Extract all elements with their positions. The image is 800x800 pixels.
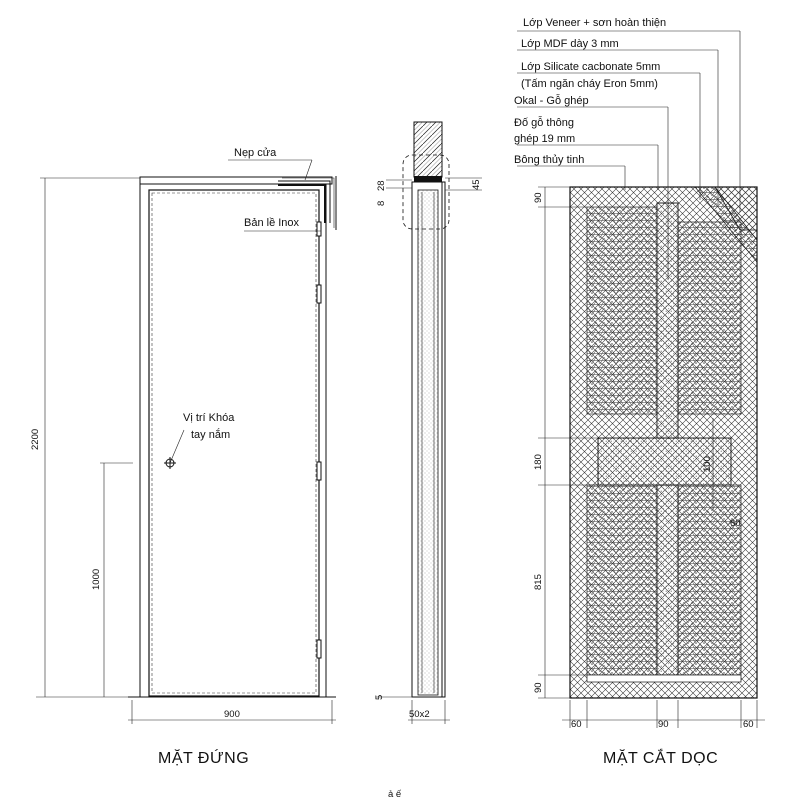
dim-bottom: 90	[533, 682, 544, 693]
footer-note: ả ế	[388, 789, 402, 800]
dim-right-stile: 60	[743, 719, 754, 730]
elevation-view: Nẹp cửa Bản lề Inox Vị trí Khóa tay nắm …	[30, 147, 337, 767]
detail-callout	[402, 154, 450, 230]
longitudinal-section-view: Lớp Veneer + sơn hoàn thiện Lớp MDF dày …	[514, 17, 765, 767]
dim-bottom-span: 815	[533, 574, 544, 590]
layer-leaders	[517, 30, 741, 280]
layer-wool: Bông thủy tinh	[514, 154, 584, 166]
layer-okal: Okal - Gỗ ghép	[514, 94, 589, 107]
dim-lock-height: 1000	[91, 569, 102, 590]
dim-left-stile: 60	[571, 719, 582, 730]
hinge-top	[316, 221, 322, 237]
hinge-upper	[316, 284, 322, 304]
layer-stile-1: Đố gỗ thông	[514, 116, 574, 129]
elevation-title: MẶT ĐỨNG	[158, 748, 249, 767]
mid-rail	[597, 437, 732, 486]
dim-45: 45	[471, 179, 482, 190]
wool-upper-left	[586, 206, 658, 415]
leaf-section	[417, 189, 439, 696]
layer-mdf: Lớp MDF dày 3 mm	[521, 38, 619, 50]
layer-silicate-note: (Tấm ngăn cháy Eron 5mm)	[521, 78, 658, 90]
lock-label-line1: Vị trí Khóa	[183, 412, 235, 424]
section-title: MẶT CẮT DỌC	[603, 748, 718, 767]
dim-28: 28	[376, 180, 387, 191]
bottom-rail	[586, 674, 742, 683]
casing-detail	[278, 176, 337, 230]
wall-head	[413, 121, 443, 178]
side-section-view: 28 8 45 5 50x2	[374, 121, 482, 724]
dim-rail-gap: 60	[730, 518, 741, 529]
dim-8: 8	[376, 201, 387, 206]
dim-mid-rail: 180	[533, 454, 544, 470]
layer-silicate: Lớp Silicate cacbonate 5mm	[521, 61, 660, 73]
door-leaf	[148, 189, 320, 697]
lock-label-line2: tay nắm	[191, 428, 230, 441]
dim-5: 5	[374, 695, 385, 700]
layer-stile-2: ghép 19 mm	[514, 133, 575, 145]
dim-center-stile: 90	[658, 719, 669, 730]
casing-label: Nẹp cửa	[234, 147, 277, 159]
dim-width: 900	[224, 709, 240, 720]
frame-top-casing	[139, 176, 333, 185]
center-stile-lower	[656, 484, 679, 676]
hinge-bottom	[316, 639, 322, 659]
door-leaf-inner-line	[151, 192, 317, 694]
dim-height: 2200	[30, 429, 41, 450]
wool-lower-right	[677, 484, 742, 676]
layer-veneer: Lớp Veneer + sơn hoàn thiện	[523, 17, 666, 29]
hinge-label: Bản lề Inox	[244, 217, 300, 229]
dim-bottom: 50x2	[409, 709, 430, 720]
dim-top: 90	[533, 192, 544, 203]
wool-lower-left	[586, 484, 658, 676]
section-vertical-dims	[538, 186, 598, 699]
hinge-middle	[316, 461, 322, 481]
dim-rail-inner: 100	[702, 456, 713, 472]
section-horizontal-dims	[562, 700, 765, 728]
center-stile-upper	[656, 202, 679, 439]
wool-upper-right	[677, 221, 742, 415]
